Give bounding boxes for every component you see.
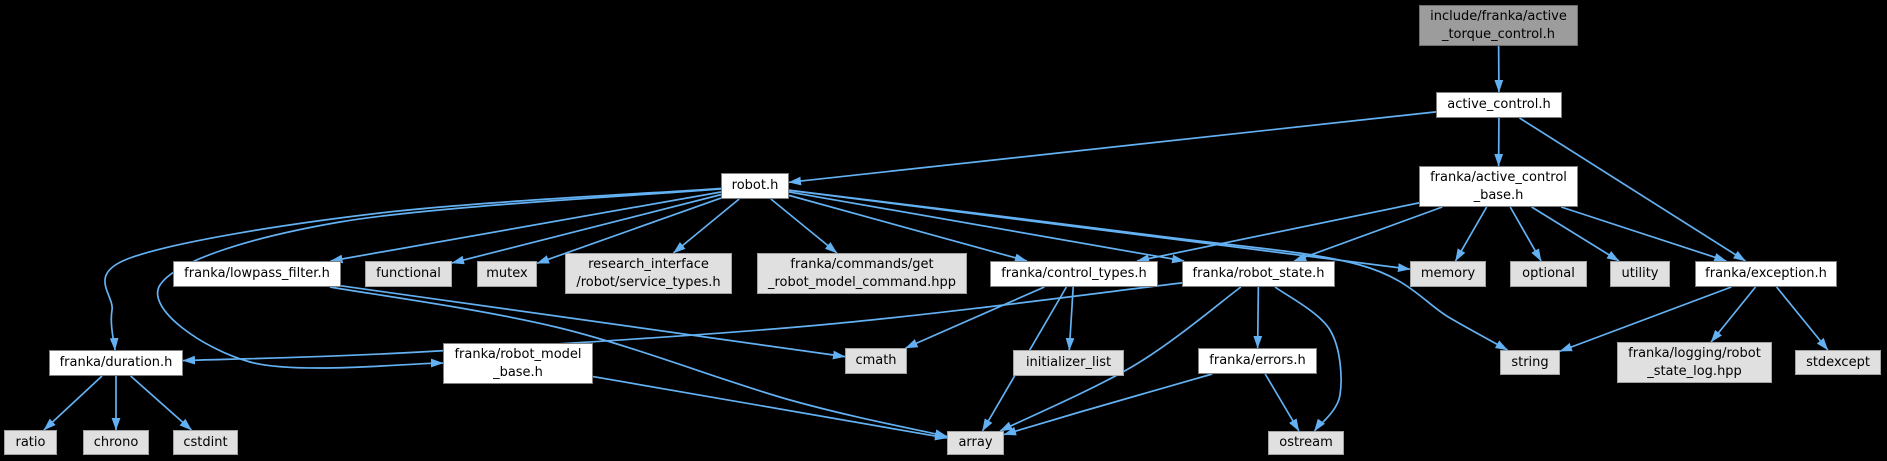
edge-robot-functional [451, 193, 722, 265]
node-control_types[interactable]: franka/control_types.h [990, 261, 1158, 287]
node-lowpass[interactable]: franka/lowpass_filter.h [173, 261, 341, 287]
node-label: franka/errors.h [1209, 353, 1306, 368]
node-label: robot.h [731, 178, 779, 193]
node-service_types: research_interface/robot/service_types.h [565, 253, 732, 294]
node-errors[interactable]: franka/errors.h [1198, 348, 1317, 374]
node-duration[interactable]: franka/duration.h [49, 350, 183, 376]
node-label: string [1511, 354, 1549, 370]
edge-robot-get_cmd [770, 198, 838, 254]
node-label: utility [1621, 266, 1659, 281]
edge-robot_state-ostream [1274, 286, 1342, 432]
node-acb[interactable]: franka/active_control _base.h [1419, 166, 1578, 207]
node-label: franka/logging/robot [1628, 345, 1761, 361]
node-label: franka/robot_model [454, 346, 582, 362]
edge-acb-optional [1509, 206, 1542, 262]
node-label: franka/duration.h [59, 355, 173, 370]
node-mutex: mutex [477, 261, 537, 287]
node-label: active_control.h [1447, 97, 1551, 112]
edge-ac-exception [1519, 117, 1746, 262]
edge-acb-exception [1560, 206, 1727, 262]
node-ratio: ratio [4, 430, 57, 455]
node-robot[interactable]: robot.h [721, 173, 789, 199]
edge-duration-cstdint [130, 375, 192, 431]
edge-robot_state-errors [1253, 286, 1263, 349]
node-robot_state[interactable]: franka/robot_state.h [1182, 261, 1335, 287]
edge-exception-stdexcept [1775, 286, 1829, 351]
edge-robot-lowpass [330, 191, 722, 264]
node-label: mutex [486, 266, 528, 281]
node-label: memory [1420, 266, 1476, 281]
node-ac[interactable]: active_control.h [1436, 92, 1562, 118]
edge-acb-robot_state [1293, 206, 1443, 262]
node-label: franka/control_types.h [1001, 266, 1147, 281]
node-init_list: initializer_list [1013, 350, 1124, 376]
node-label: _state_log.hpp [1647, 363, 1742, 379]
node-label: franka/lowpass_filter.h [184, 266, 330, 281]
node-label: initializer_list [1025, 355, 1112, 370]
node-label: functional [376, 266, 441, 281]
node-label: _robot_model_command.hpp [767, 274, 957, 290]
node-label: franka/active_control [1430, 169, 1567, 185]
node-functional: functional [365, 261, 452, 287]
node-label: cmath [855, 353, 897, 368]
edge-robot-service_types [672, 198, 740, 254]
node-label: optional [1522, 266, 1575, 281]
node-cstdint: cstdint [173, 430, 238, 455]
node-label: _base.h [1473, 187, 1524, 203]
edge-duration-ratio [43, 375, 103, 431]
node-label: franka/robot_state.h [1192, 266, 1325, 281]
node-label: franka/exception.h [1705, 266, 1827, 281]
edge-control_types-cmath [905, 286, 1045, 349]
edge-acb-utility [1531, 206, 1620, 262]
node-label: _torque_control.h [1441, 26, 1556, 42]
node-array: array [947, 431, 1004, 455]
edge-rmb-array [592, 375, 948, 441]
node-label: research_interface [588, 256, 709, 272]
edge-robot-robot_state [788, 191, 1185, 264]
node-label: chrono [93, 434, 139, 450]
edge-lowpass-cmath [340, 284, 846, 360]
edge-robot-string [788, 189, 1508, 351]
node-atc: include/franka/active _torque_control.h [1419, 5, 1578, 46]
node-label: array [958, 435, 993, 450]
edge-robot-duration [104, 187, 722, 351]
node-cmath: cmath [845, 348, 907, 374]
node-label: ratio [15, 434, 46, 450]
edge-robot-control_types [788, 194, 1028, 263]
edge-robot_state-array [999, 286, 1242, 432]
edge-errors-ostream [1264, 373, 1300, 432]
edge-acb-control_types [1136, 202, 1420, 263]
node-label: _base.h [493, 364, 543, 380]
node-optional: optional [1510, 261, 1587, 287]
edge-robot_state-duration [182, 282, 1183, 365]
edge-robot-mutex [536, 197, 722, 265]
node-label: include/franka/active [1430, 8, 1567, 24]
node-exception[interactable]: franka/exception.h [1695, 261, 1837, 287]
node-label: franka/commands/get [790, 256, 934, 272]
node-get_cmd: franka/commands/get _robot_model_command.… [757, 253, 967, 294]
node-chrono: chrono [83, 430, 149, 455]
edge-control_types-init_list [1065, 286, 1075, 351]
edge-ac-robot [788, 111, 1437, 186]
node-utility: utility [1610, 261, 1670, 287]
node-label: stdexcept [1806, 354, 1870, 370]
node-logging: franka/logging/robot _state_log.hpp [1617, 342, 1772, 383]
node-ostream: ostream [1268, 431, 1344, 455]
edge-acb-memory [1454, 206, 1488, 262]
node-label: cstdint [183, 434, 228, 450]
node-rmb[interactable]: franka/robot_model _base.h [443, 343, 593, 384]
node-string: string [1500, 350, 1560, 375]
node-memory: memory [1410, 261, 1486, 287]
edge-lowpass-array [329, 286, 948, 438]
edge-exception-logging [1710, 286, 1757, 343]
node-label: /robot/service_types.h [576, 274, 721, 290]
edge-exception-string [1559, 286, 1732, 353]
node-stdexcept: stdexcept [1795, 350, 1881, 375]
edge-errors-array [1003, 373, 1213, 436]
node-label: ostream [1279, 435, 1333, 450]
